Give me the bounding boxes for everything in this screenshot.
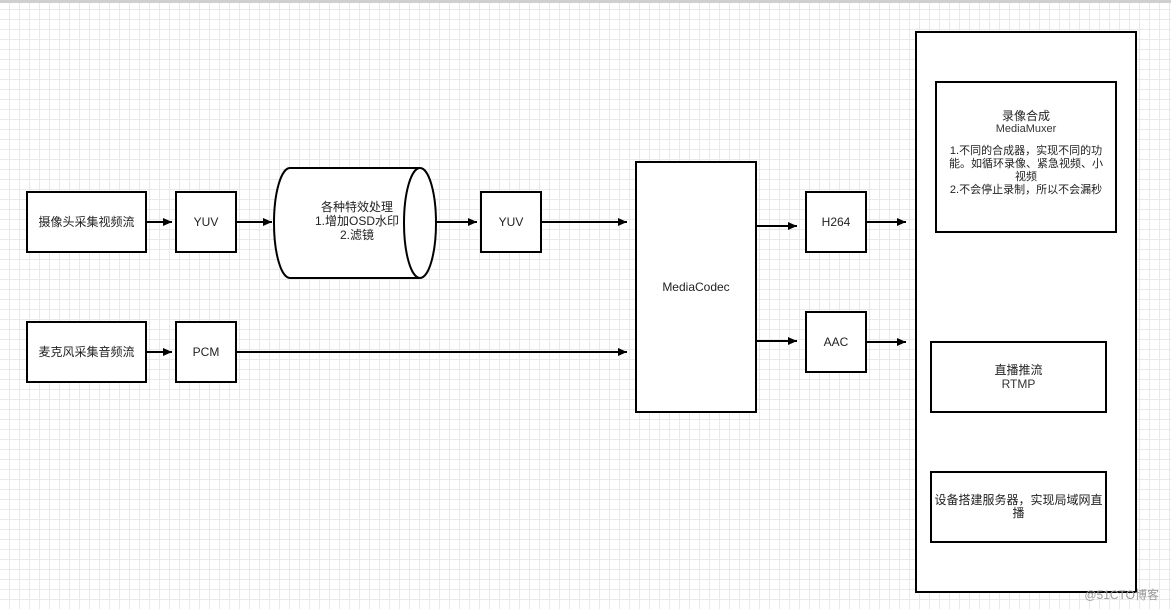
muxer-line-4: 2.不会停止录制，所以不会漏秒 (949, 184, 1103, 196)
mediacodec-box[interactable]: MediaCodec (635, 161, 757, 413)
muxer-line-2: 能。如循环录像、紧急视频、小 (949, 158, 1103, 170)
camera-capture-label: 摄像头采集视频流 (38, 215, 135, 229)
muxer-box[interactable]: 录像合成 MediaMuxer 1.不同的合成器，实现不同的功 能。如循环录像、… (935, 81, 1117, 233)
watermark: @51CTO博客 (1084, 588, 1159, 602)
pcm-label: PCM (192, 345, 220, 359)
yuv-output-box[interactable]: YUV (480, 191, 542, 253)
aac-box[interactable]: AAC (805, 311, 867, 373)
pcm-box[interactable]: PCM (175, 321, 237, 383)
muxer-line-3: 视频 (1015, 171, 1037, 183)
mic-capture-label: 麦克风采集音频流 (38, 345, 135, 359)
effects-title: 各种特效处理 (320, 200, 393, 214)
muxer-title: 录像合成 (1001, 109, 1050, 123)
server-line-2: 播 (1012, 506, 1025, 520)
aac-label: AAC (823, 335, 849, 349)
yuv-input-label: YUV (193, 215, 219, 229)
mic-capture-box[interactable]: 麦克风采集音频流 (26, 321, 147, 383)
live-stream-box[interactable]: 直播推流 RTMP (930, 341, 1107, 413)
live-stream-title: 直播推流 (994, 363, 1043, 377)
server-box[interactable]: 设备搭建服务器，实现局域网直 播 (930, 471, 1107, 543)
effects-cylinder-shape (273, 167, 437, 279)
effects-line-2: 2.滤镜 (339, 228, 374, 242)
yuv-output-label: YUV (498, 215, 524, 229)
yuv-input-box[interactable]: YUV (175, 191, 237, 253)
h264-label: H264 (821, 215, 851, 229)
canvas-top-edge (0, 0, 1171, 3)
camera-capture-box[interactable]: 摄像头采集视频流 (26, 191, 147, 253)
live-stream-subtitle: RTMP (1001, 377, 1036, 391)
server-line-1: 设备搭建服务器，实现局域网直 (934, 493, 1103, 507)
effects-line-1: 1.增加OSD水印 (314, 214, 399, 228)
muxer-line-1: 1.不同的合成器，实现不同的功 (949, 145, 1103, 157)
muxer-subtitle: MediaMuxer (995, 123, 1057, 135)
mediacodec-label: MediaCodec (662, 280, 730, 294)
h264-box[interactable]: H264 (805, 191, 867, 253)
effects-label: 各种特效处理 1.增加OSD水印 2.滤镜 (300, 200, 414, 242)
